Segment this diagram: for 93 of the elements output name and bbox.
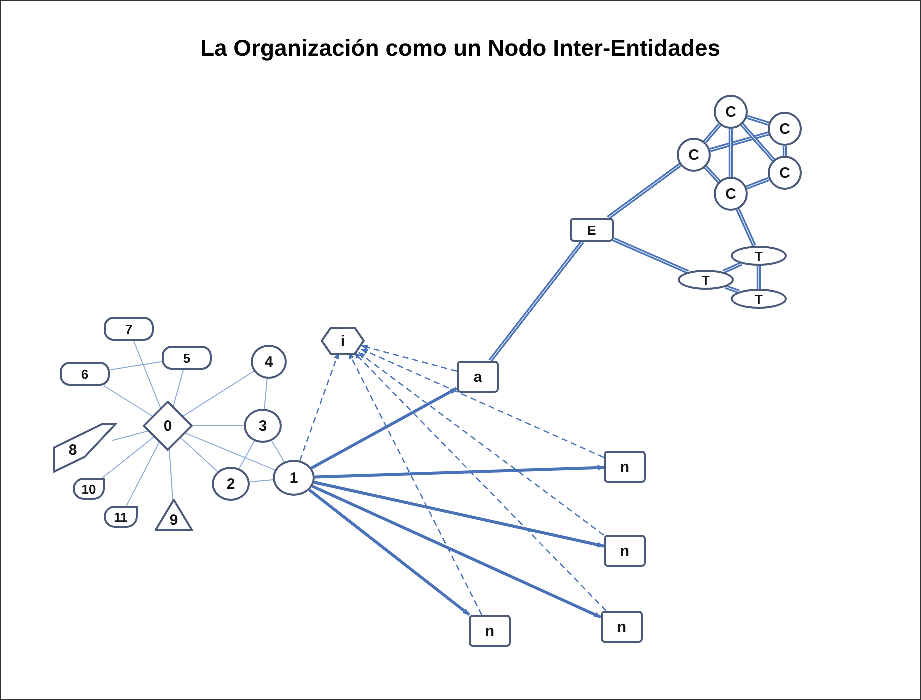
connector-line <box>264 378 268 410</box>
connector-line <box>185 432 276 471</box>
ellipse-node <box>731 246 787 266</box>
node-label: 7 <box>125 322 133 336</box>
node-label: 2 <box>226 476 236 492</box>
node-label: T <box>755 250 763 262</box>
double-line <box>613 238 690 274</box>
circle-node <box>714 177 748 211</box>
connector-line <box>104 386 154 417</box>
double-line <box>728 128 734 178</box>
dashed-arrow <box>361 348 604 458</box>
double-line <box>782 146 788 156</box>
connector-line <box>126 442 160 508</box>
ellipse-node <box>678 270 734 290</box>
double-line <box>488 240 584 362</box>
node-label: 6 <box>81 368 89 380</box>
diamond-node <box>143 401 193 451</box>
rect-node <box>570 218 614 242</box>
node-label: 11 <box>114 510 128 524</box>
node-label: n <box>620 544 630 558</box>
arrow <box>314 481 605 548</box>
rounded-box-node <box>73 478 105 500</box>
circle-node <box>251 345 287 379</box>
node-label: n <box>485 624 495 638</box>
rect-node <box>604 535 646 567</box>
connector-line <box>182 370 255 417</box>
dashed-arrow <box>354 352 607 612</box>
dashed-arrow <box>361 344 458 372</box>
node-label: 1 <box>290 470 298 486</box>
connector-line <box>133 340 162 409</box>
double-line <box>704 124 722 144</box>
diagram-title: La Organización como un Nodo Inter-Entidades <box>199 34 722 63</box>
ellipse-node <box>731 289 787 309</box>
arrow <box>314 465 605 479</box>
connector-line <box>271 440 285 462</box>
node-label: 9 <box>170 512 178 528</box>
node-label: C <box>780 122 790 136</box>
rounded-box-node <box>60 362 110 386</box>
node-label: E <box>588 224 596 236</box>
node-label: C <box>780 166 790 180</box>
arrow <box>312 485 602 619</box>
circle-node <box>273 460 315 496</box>
node-label: n <box>617 620 627 634</box>
connector-line <box>112 430 149 442</box>
node-label: 4 <box>264 354 274 370</box>
node-label: T <box>755 292 763 306</box>
rect-node <box>604 451 646 483</box>
rounded-box-node <box>162 346 212 370</box>
node-label: C <box>726 186 736 202</box>
node-label: C <box>726 104 736 120</box>
arrow <box>308 488 470 616</box>
parallelogram-node <box>53 423 117 473</box>
node-label: 5 <box>183 352 191 364</box>
double-line <box>725 285 740 294</box>
double-line <box>704 166 721 184</box>
circle-node <box>244 409 282 443</box>
connector-line <box>110 361 162 371</box>
rect-node <box>457 361 499 393</box>
rounded-box-node <box>104 317 154 341</box>
arrow <box>310 387 458 470</box>
circle-node <box>768 156 802 190</box>
double-line <box>722 262 743 274</box>
node-label: 0 <box>164 418 172 434</box>
node-label: 10 <box>82 482 96 496</box>
double-line <box>736 208 756 247</box>
connector-line <box>172 370 184 407</box>
circle-node <box>768 112 802 146</box>
connector-line <box>238 440 256 470</box>
triangle-node <box>155 499 193 531</box>
rounded-box-node <box>104 506 138 528</box>
node-label: n <box>620 460 630 474</box>
node-label: T <box>702 274 710 286</box>
connector-line <box>249 480 274 483</box>
double-line <box>746 177 770 190</box>
node-label: 8 <box>68 442 78 458</box>
circle-node <box>677 138 711 172</box>
double-line <box>756 266 762 290</box>
node-label: i <box>340 334 346 348</box>
node-label: C <box>688 148 700 162</box>
rect-node <box>469 615 511 647</box>
double-line <box>740 123 776 162</box>
double-line <box>746 115 770 126</box>
dashed-arrow <box>358 352 604 536</box>
rect-node <box>601 611 643 643</box>
node-label: a <box>474 370 482 384</box>
connector-line <box>180 437 218 472</box>
double-line <box>710 132 770 152</box>
double-line <box>607 163 682 220</box>
node-label: 3 <box>258 418 268 434</box>
hexagon-node <box>321 327 365 355</box>
circle-node <box>714 95 748 129</box>
circle-node <box>212 467 250 501</box>
connector-line <box>169 448 174 502</box>
